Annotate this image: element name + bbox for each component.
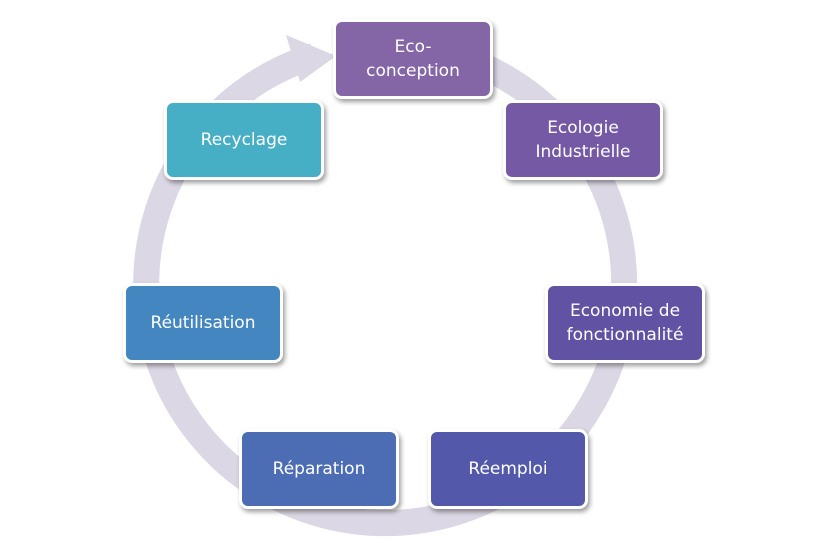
node-economie-de-fonctionnalite: Economie de fonctionnalité xyxy=(545,283,705,363)
node-label: Ecologie Industrielle xyxy=(535,118,631,162)
cycle-arrowhead xyxy=(286,35,336,82)
node-reemploi: Réemploi xyxy=(428,429,588,509)
node-reparation: Réparation xyxy=(239,429,399,509)
node-ecologie-industrielle: Ecologie Industrielle xyxy=(503,100,663,180)
node-label: Eco- conception xyxy=(366,37,460,81)
node-eco-conception: Eco- conception xyxy=(333,19,493,99)
node-label: Economie de fonctionnalité xyxy=(566,301,684,345)
node-label: Réemploi xyxy=(468,459,548,479)
node-label: Recyclage xyxy=(200,130,288,150)
node-reutilisation: Réutilisation xyxy=(123,283,283,363)
node-label: Réparation xyxy=(272,459,366,479)
node-recyclage: Recyclage xyxy=(164,100,324,180)
node-label: Réutilisation xyxy=(150,313,256,333)
